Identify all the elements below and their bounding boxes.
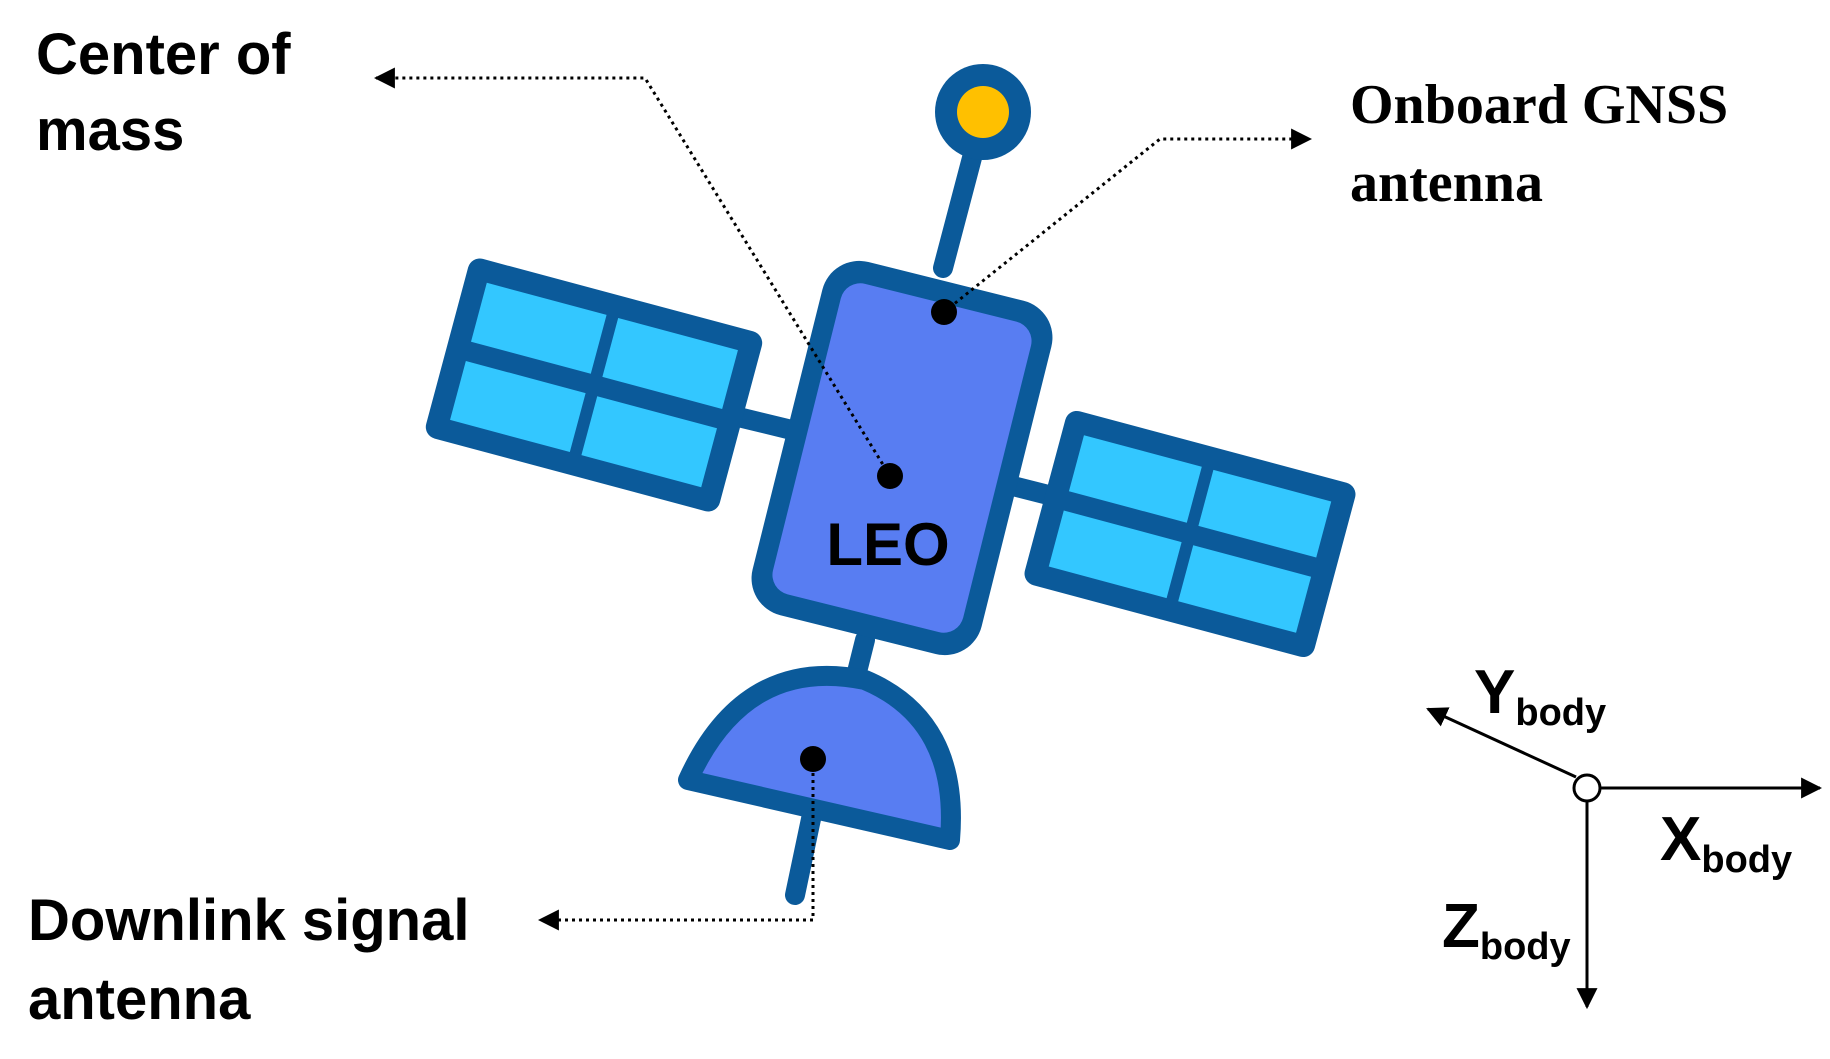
gnss-antenna-label-line1: Onboard GNSS [1350, 74, 1728, 136]
downlink-antenna-label-line1: Downlink signal [28, 888, 470, 953]
center-of-mass-label-line1: Center of [36, 22, 291, 87]
gnss-antenna-leader [943, 128, 1313, 314]
satellite-label: LEO [826, 511, 949, 578]
center-of-mass-label-line2: mass [36, 98, 184, 163]
z-axis-label: Zbody [1442, 892, 1571, 968]
gnss-antenna-label: Onboard GNSS antenna [1350, 74, 1742, 214]
body-axes: Ybody Xbody Zbody [1426, 658, 1823, 1010]
y-axis-label-sub: body [1515, 692, 1606, 734]
y-axis-arrow [1426, 707, 1577, 779]
center-of-mass-leader [373, 67, 892, 477]
gnss-antenna-tip-core [957, 86, 1009, 138]
axes-origin [1572, 773, 1602, 803]
x-axis-label-main: X [1660, 805, 1701, 874]
left-solar-panel [425, 258, 763, 512]
downlink-antenna-leader [537, 759, 815, 931]
z-axis-label-sub: body [1480, 926, 1571, 968]
right-solar-panel [1024, 410, 1356, 658]
satellite-icon: LEO [425, 64, 1356, 905]
y-axis-label: Ybody [1474, 658, 1606, 734]
center-of-mass-label: Center of mass [36, 22, 307, 163]
x-axis-label: Xbody [1660, 805, 1792, 881]
x-axis-label-sub: body [1701, 839, 1792, 881]
z-axis-label-main: Z [1442, 892, 1480, 961]
satellite-body [751, 260, 1053, 656]
y-axis-label-main: Y [1474, 658, 1515, 727]
downlink-antenna-label: Downlink signal antenna [28, 888, 486, 1032]
gnss-antenna-label-line2: antenna [1350, 152, 1543, 214]
downlink-antenna-label-line2: antenna [28, 967, 251, 1032]
